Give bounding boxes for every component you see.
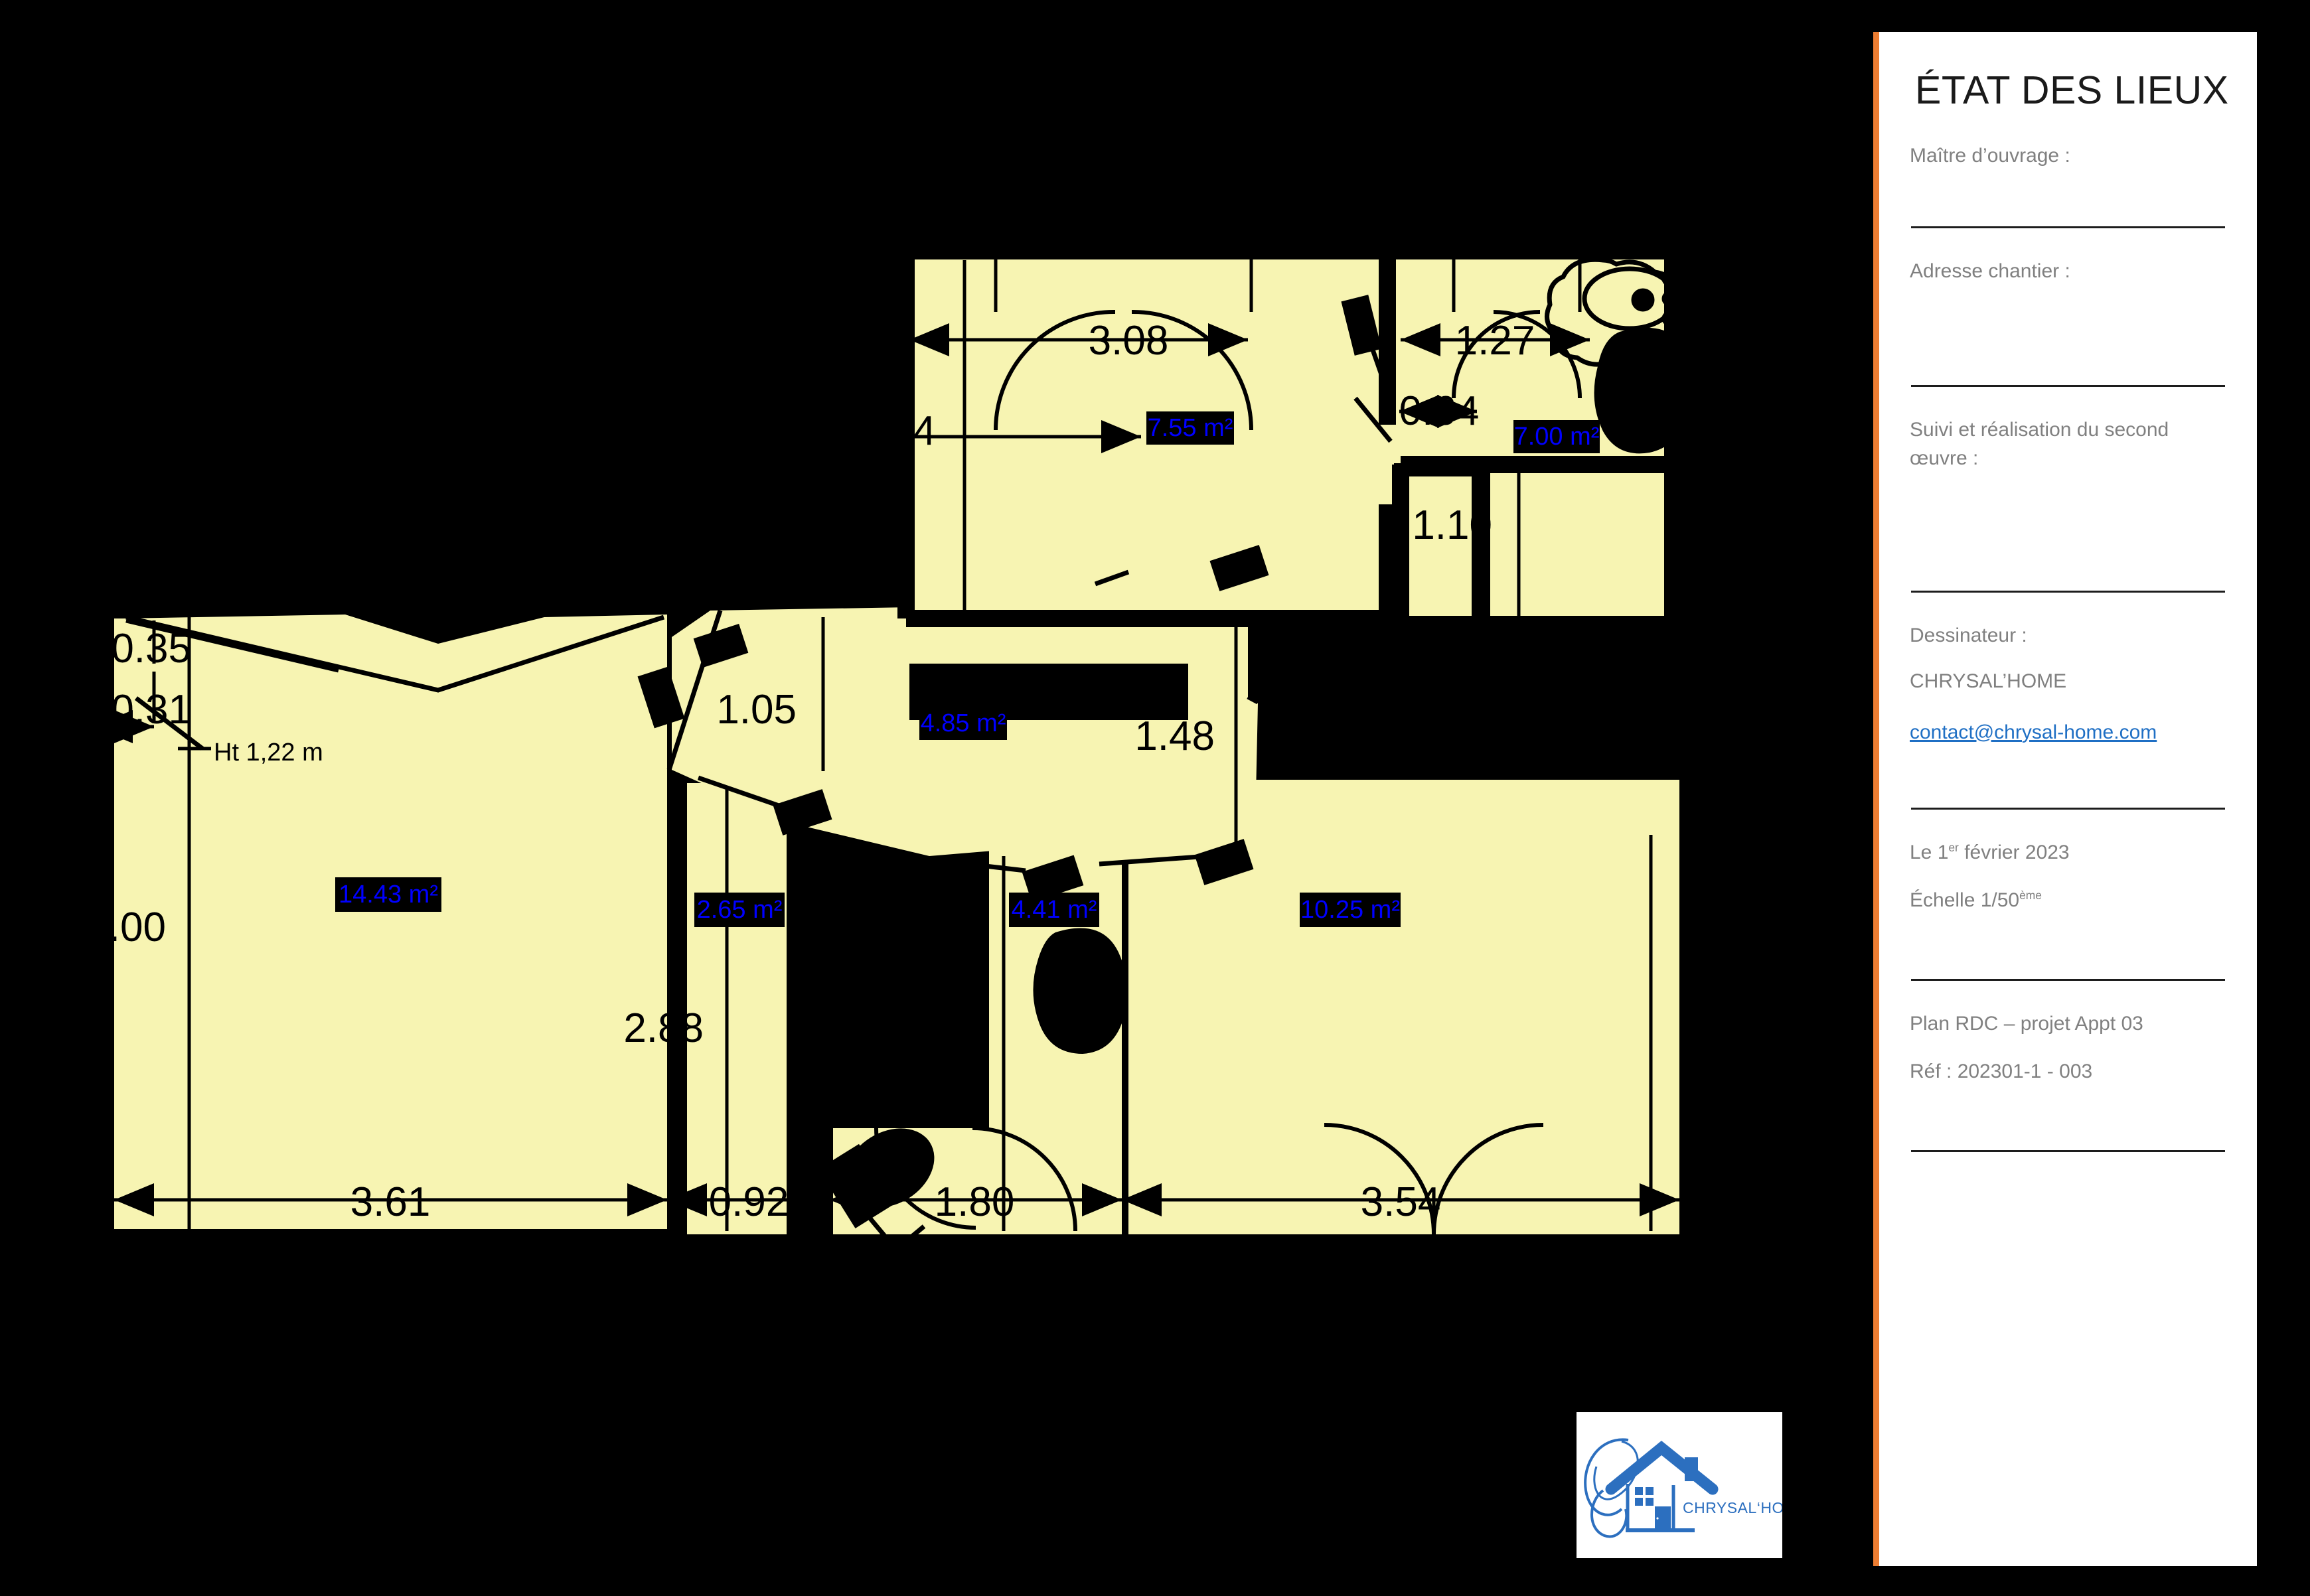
oblique-lines: [125, 324, 1393, 873]
divider-6: [1911, 1149, 2225, 1152]
dim-text-2-24: 2.24: [856, 408, 936, 454]
plan-date-suffix: février 2023: [1958, 841, 2070, 863]
furniture-blocks: [637, 295, 1382, 903]
spacer-after-ref: [1910, 1086, 2226, 1150]
divider-3: [1911, 591, 2225, 593]
area-label-7-55: 7.55 m²: [1148, 414, 1233, 442]
field-label-adresse-chantier: Adresse chantier :: [1910, 259, 2070, 282]
door-knob-icon: [1656, 1517, 1659, 1520]
window-pane-1: [1635, 1487, 1643, 1495]
dim-text-1-48: 1.48: [1134, 713, 1215, 759]
area-badge-7-00: [1513, 420, 1600, 453]
room-fill-10-25-band: [1281, 782, 1679, 828]
field-value-adresse-chantier[interactable]: [1910, 285, 2226, 385]
dim-text-1-10: 1.10: [1412, 502, 1492, 548]
window-pane-4: [1646, 1498, 1654, 1506]
block-e: [1194, 839, 1254, 885]
area-badge-2-65: [694, 893, 785, 927]
plan-date: Le 1er février 2023: [1910, 839, 2226, 867]
contact-email-link[interactable]: contact@chrysal-home.com: [1910, 721, 2157, 743]
dim-text-0-92: 0.92: [709, 1179, 789, 1225]
divider-5: [1911, 978, 2225, 981]
annotation-height: Ht 1,22 m: [214, 739, 323, 766]
divider-4: [1911, 807, 2225, 810]
area-badge-4-85: [919, 707, 1007, 740]
area-label-14-43: 14.43 m²: [339, 881, 438, 908]
area-badge-14-43: [335, 877, 441, 912]
spacer-after-email: [1910, 744, 2226, 808]
dim-text-1-05: 1.05: [716, 687, 797, 733]
window-pane-3: [1635, 1498, 1643, 1506]
block-b: [637, 666, 685, 729]
block-c: [773, 789, 832, 835]
room-fill-7-00-closet: [1401, 476, 1474, 616]
plan-scale: Échelle 1/50ème: [1910, 887, 2226, 915]
toilet-tank: [1667, 330, 1704, 447]
dimension-lines: [93, 260, 1679, 1231]
plan-date-ordinal: er: [1948, 840, 1959, 854]
plan-scale-prefix: Échelle 1/50: [1910, 889, 2020, 912]
area-badge-4-41: [1009, 893, 1099, 927]
field-value-maitre-ouvrage[interactable]: [1910, 171, 2226, 226]
dim-text-3-08: 3.08: [1089, 318, 1169, 364]
chrysal-home-logo-icon: CHRYSAL‘HOME: [1584, 1438, 1782, 1538]
dimension-texts: 3.08 2.24 1.27 0.64 1.10 0.35 0.31 1.05 …: [86, 318, 1762, 1225]
plan-scale-ordinal: ème: [2019, 889, 2042, 903]
butterfly-wing-lower: [1590, 1489, 1628, 1538]
dim-text-4-00: 4.00: [86, 905, 166, 950]
area-tags: 7.55 m² 7.00 m² 4.85 m² 14.43 m² 2.65 m²…: [335, 411, 1600, 927]
company-logo: CHRYSAL‘HOME: [1577, 1412, 1782, 1558]
floor-plan-drawing: 7.55 m² 7.00 m² 4.85 m² 14.43 m² 2.65 m²…: [86, 251, 1762, 1253]
dim-text-0-31: 0.31: [111, 687, 191, 733]
shower-icon: [1033, 928, 1128, 1054]
dim-text-1-80: 1.80: [935, 1179, 1015, 1225]
dim-text-0-35: 0.35: [111, 626, 191, 672]
spacer-after-scale: [1910, 915, 2226, 979]
floor-plan-canvas: 7.55 m² 7.00 m² 4.85 m² 14.43 m² 2.65 m²…: [86, 251, 1762, 1253]
room-fill-10-25: [1128, 780, 1679, 1234]
room-fill-14-43: [114, 615, 667, 1229]
butterfly-wing-inner: [1593, 1440, 1639, 1500]
area-label-10-25: 10.25 m²: [1300, 896, 1400, 924]
field-label-dessinateur: Dessinateur :: [1910, 624, 2027, 647]
divider-2: [1911, 385, 2225, 388]
dim-text-2-88: 2.88: [623, 1005, 704, 1051]
area-badge-7-55: [1146, 411, 1234, 445]
chimney-icon: [1685, 1457, 1698, 1481]
room-fill-7-00-mid: [1490, 463, 1673, 616]
logo-brand-text: CHRYSAL‘HOME: [1683, 1499, 1782, 1516]
plan-name: Plan RDC – projet Appt 03: [1910, 1012, 2143, 1035]
field-label-suivi-realisation: Suivi et réalisation du second œuvre :: [1910, 419, 2169, 469]
area-label-7-00: 7.00 m²: [1514, 423, 1600, 451]
butterfly-wing-upper: [1584, 1438, 1629, 1516]
plan-reference: Réf : 202301-1 - 003: [1910, 1060, 2093, 1083]
divider-1: [1911, 226, 2225, 228]
plan-date-prefix: Le 1: [1910, 841, 1949, 863]
panel-title: ÉTAT DES LIEUX: [1915, 68, 2229, 112]
dim-text-0-64: 0.64: [1399, 388, 1480, 434]
window-pane-2: [1646, 1487, 1654, 1495]
area-label-4-85: 4.85 m²: [921, 709, 1006, 737]
dim-text-2-56: 2.56: [1683, 1029, 1763, 1074]
drafter-name: CHRYSAL’HOME: [1910, 670, 2067, 692]
room-fill-2-65: [687, 783, 787, 1234]
dim-text-1-27: 1.27: [1455, 318, 1535, 364]
field-value-suivi-realisation[interactable]: [1910, 472, 2226, 591]
area-label-2-65: 2.65 m²: [697, 896, 783, 924]
wc-outlet: [868, 1216, 926, 1253]
area-label-4-41: 4.41 m²: [1012, 896, 1097, 924]
block-d: [1022, 855, 1084, 903]
title-block-panel: ÉTAT DES LIEUX Maître d’ouvrage : Adress…: [1873, 32, 2257, 1566]
toilet-icon: [1594, 327, 1691, 454]
dim-text-3-54: 3.54: [1361, 1179, 1441, 1225]
dim-text-2-45: 2.45: [901, 1017, 981, 1063]
area-badge-10-25: [1300, 893, 1401, 927]
field-label-maitre-ouvrage: Maître d’ouvrage :: [1910, 145, 2070, 167]
block-f: [1209, 545, 1269, 591]
dim-text-3-61: 3.61: [350, 1179, 431, 1225]
